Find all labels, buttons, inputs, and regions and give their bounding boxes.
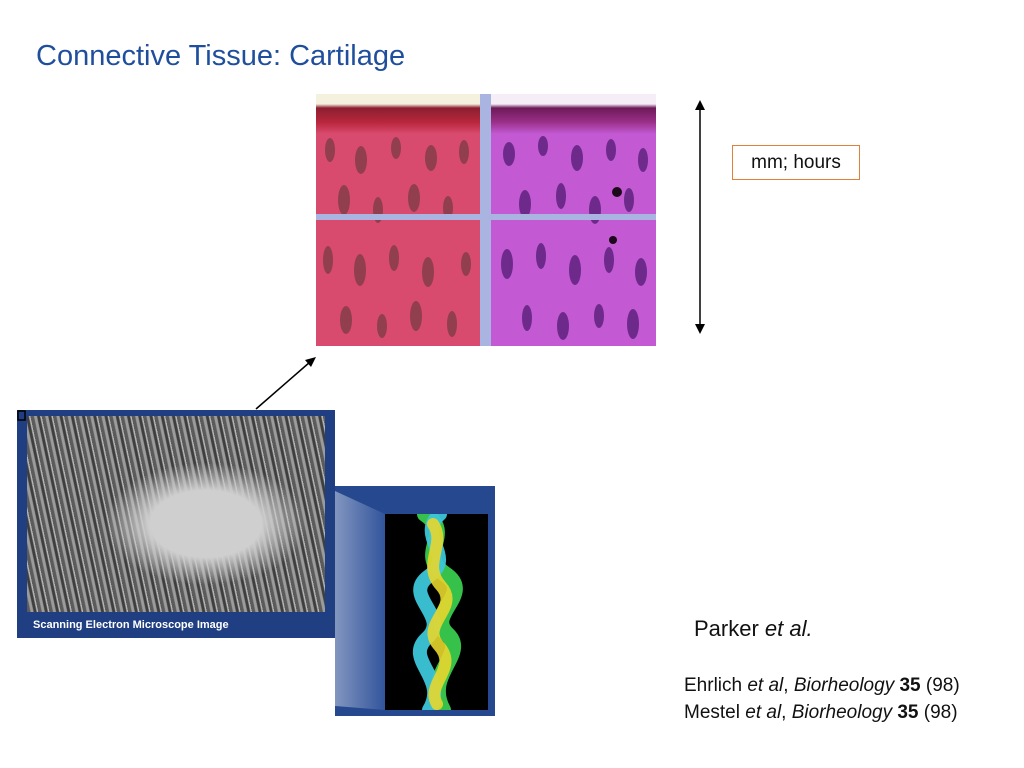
unit-label-box: mm; hours <box>732 145 860 180</box>
zoom-funnel-shading <box>335 491 385 710</box>
image-credit: Parker et al. <box>694 616 813 642</box>
histology-image-he-stain <box>316 94 481 346</box>
chondrocyte-cells-left <box>323 137 471 338</box>
pointer-arrow <box>255 357 316 410</box>
ref-journal: Biorheology <box>793 675 895 696</box>
slide-title: Connective Tissue: Cartilage <box>36 40 406 72</box>
sem-panel: Scanning Electron Microscope Image <box>17 410 335 638</box>
ref-volume: 35 <box>897 702 919 723</box>
triple-helix-molecule <box>413 506 463 718</box>
sem-caption: Scanning Electron Microscope Image <box>33 619 229 631</box>
zoom-marker <box>17 410 26 421</box>
ref-etal: et al <box>747 675 784 696</box>
credit-name: Parker <box>694 616 759 641</box>
triple-helix-image <box>385 506 488 718</box>
depth-double-arrow <box>695 100 705 334</box>
ref-sep: , <box>783 675 789 696</box>
credit-etal: et al. <box>764 616 813 641</box>
sem-image <box>27 416 325 612</box>
reference-2: Mestel et al, Biorheology 35 (98) <box>684 702 958 724</box>
reference-1: Ehrlich et al, Biorheology 35 (98) <box>684 675 960 697</box>
cartilage-surface-layer <box>491 94 656 134</box>
collagen-helix-panel <box>335 486 495 718</box>
ref-volume: 35 <box>899 675 921 696</box>
ref-year: (98) <box>925 675 960 696</box>
cartilage-surface-layer <box>316 94 481 134</box>
histology-image-toluidine-stain <box>491 94 656 346</box>
ref-sep: , <box>781 702 787 723</box>
ref-year: (98) <box>923 702 958 723</box>
ref-author: Ehrlich <box>684 675 743 696</box>
image-divider-vertical <box>480 94 491 346</box>
ref-etal: et al <box>745 702 782 723</box>
chondrocyte-cells-right <box>501 136 648 340</box>
ref-author: Mestel <box>684 702 740 723</box>
ref-journal: Biorheology <box>791 702 893 723</box>
